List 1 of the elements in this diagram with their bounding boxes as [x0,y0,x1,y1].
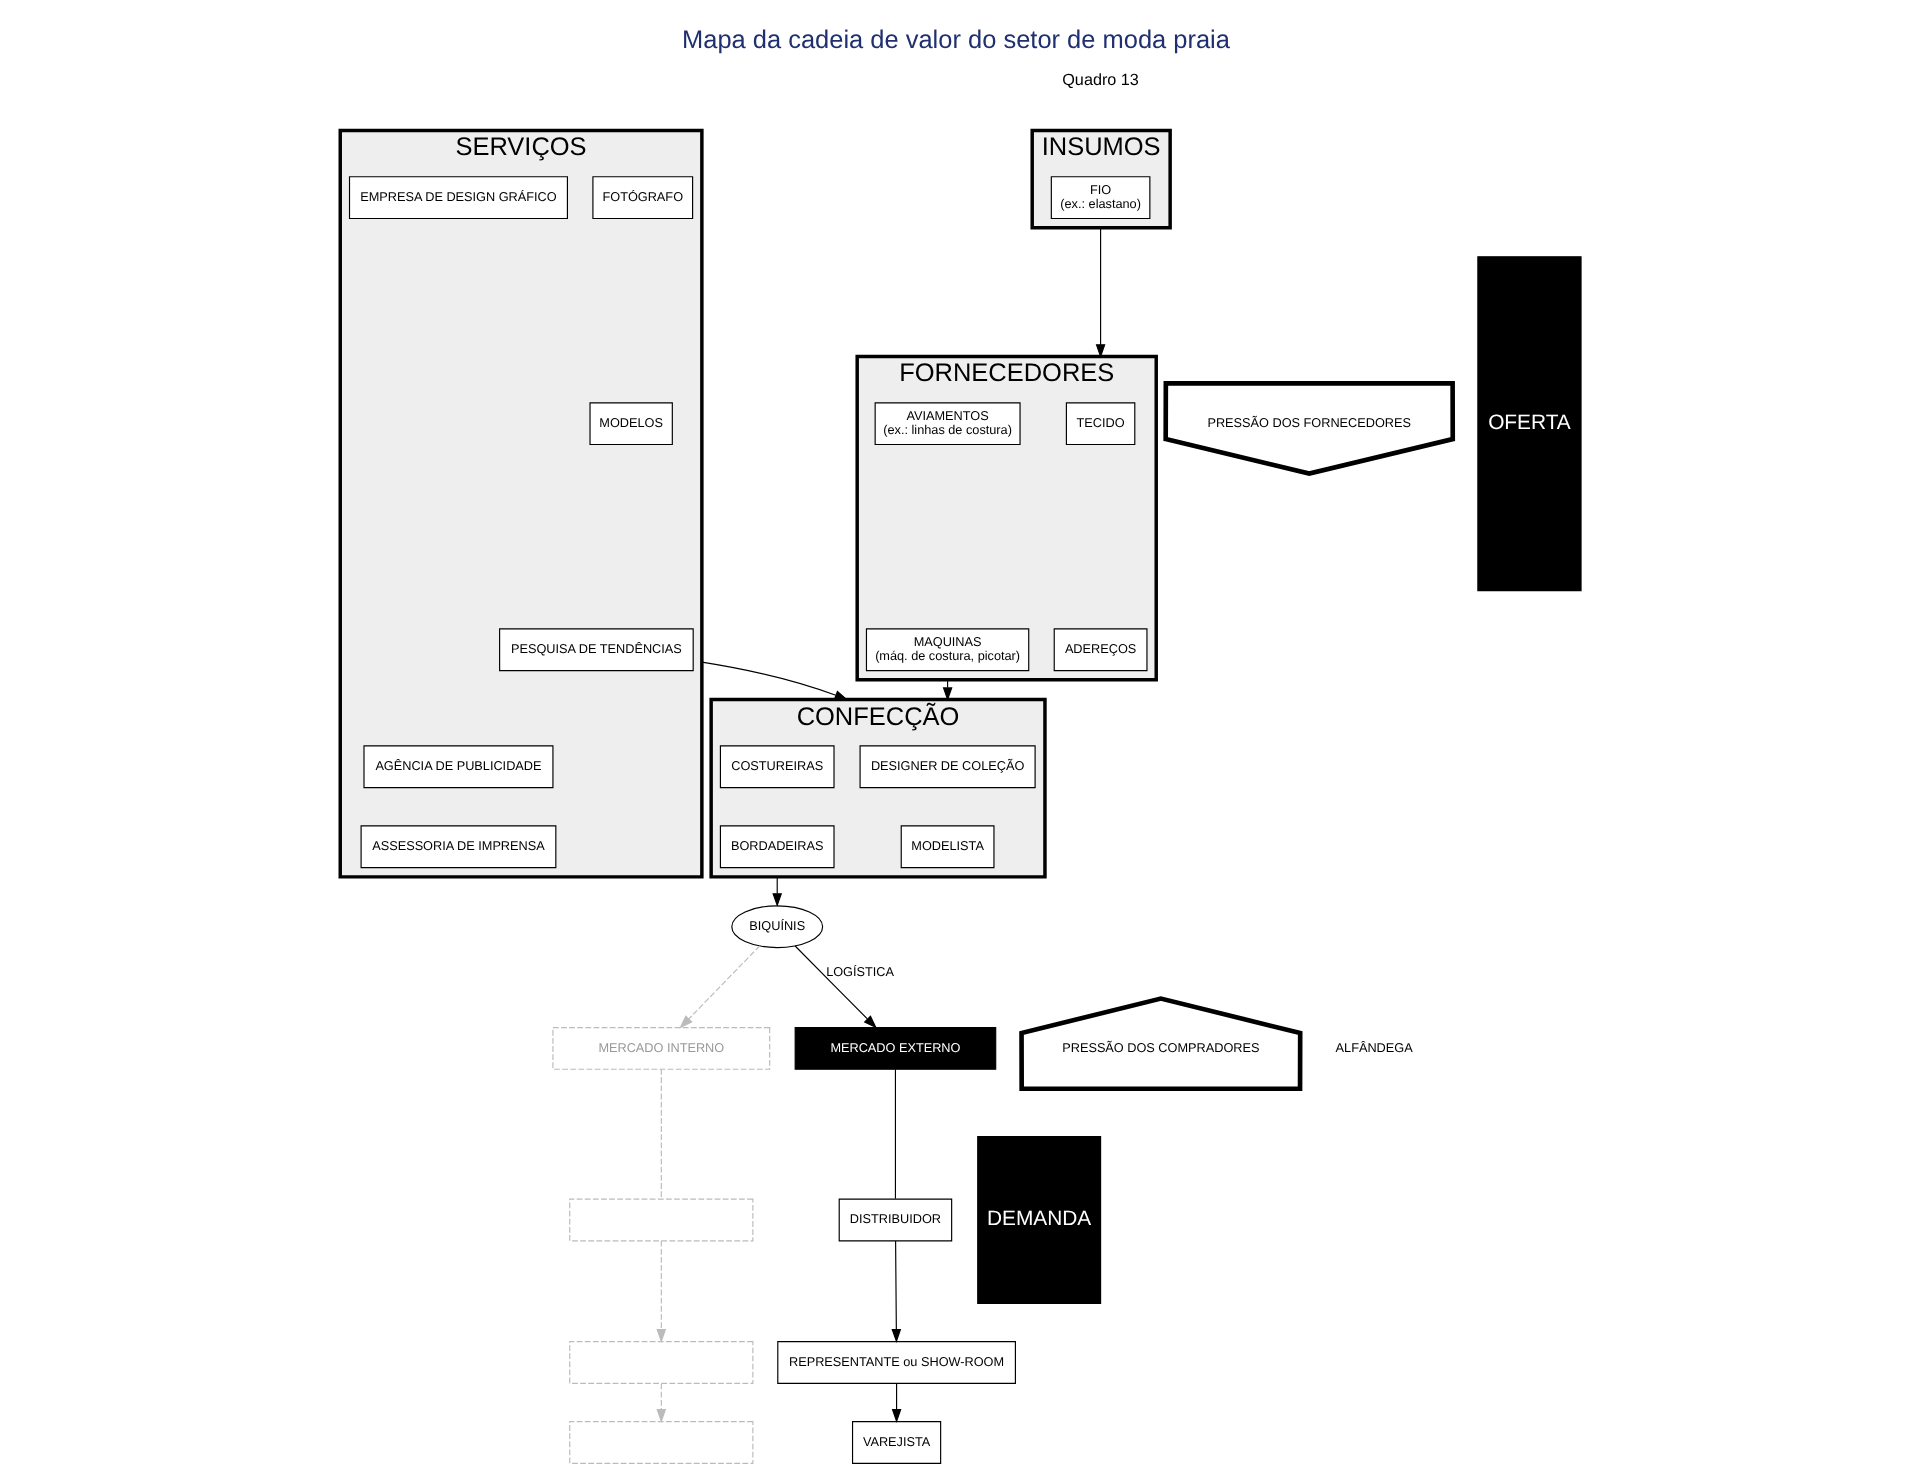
diagram-title: Mapa da cadeia de valor do setor de moda praia [682,22,1230,53]
